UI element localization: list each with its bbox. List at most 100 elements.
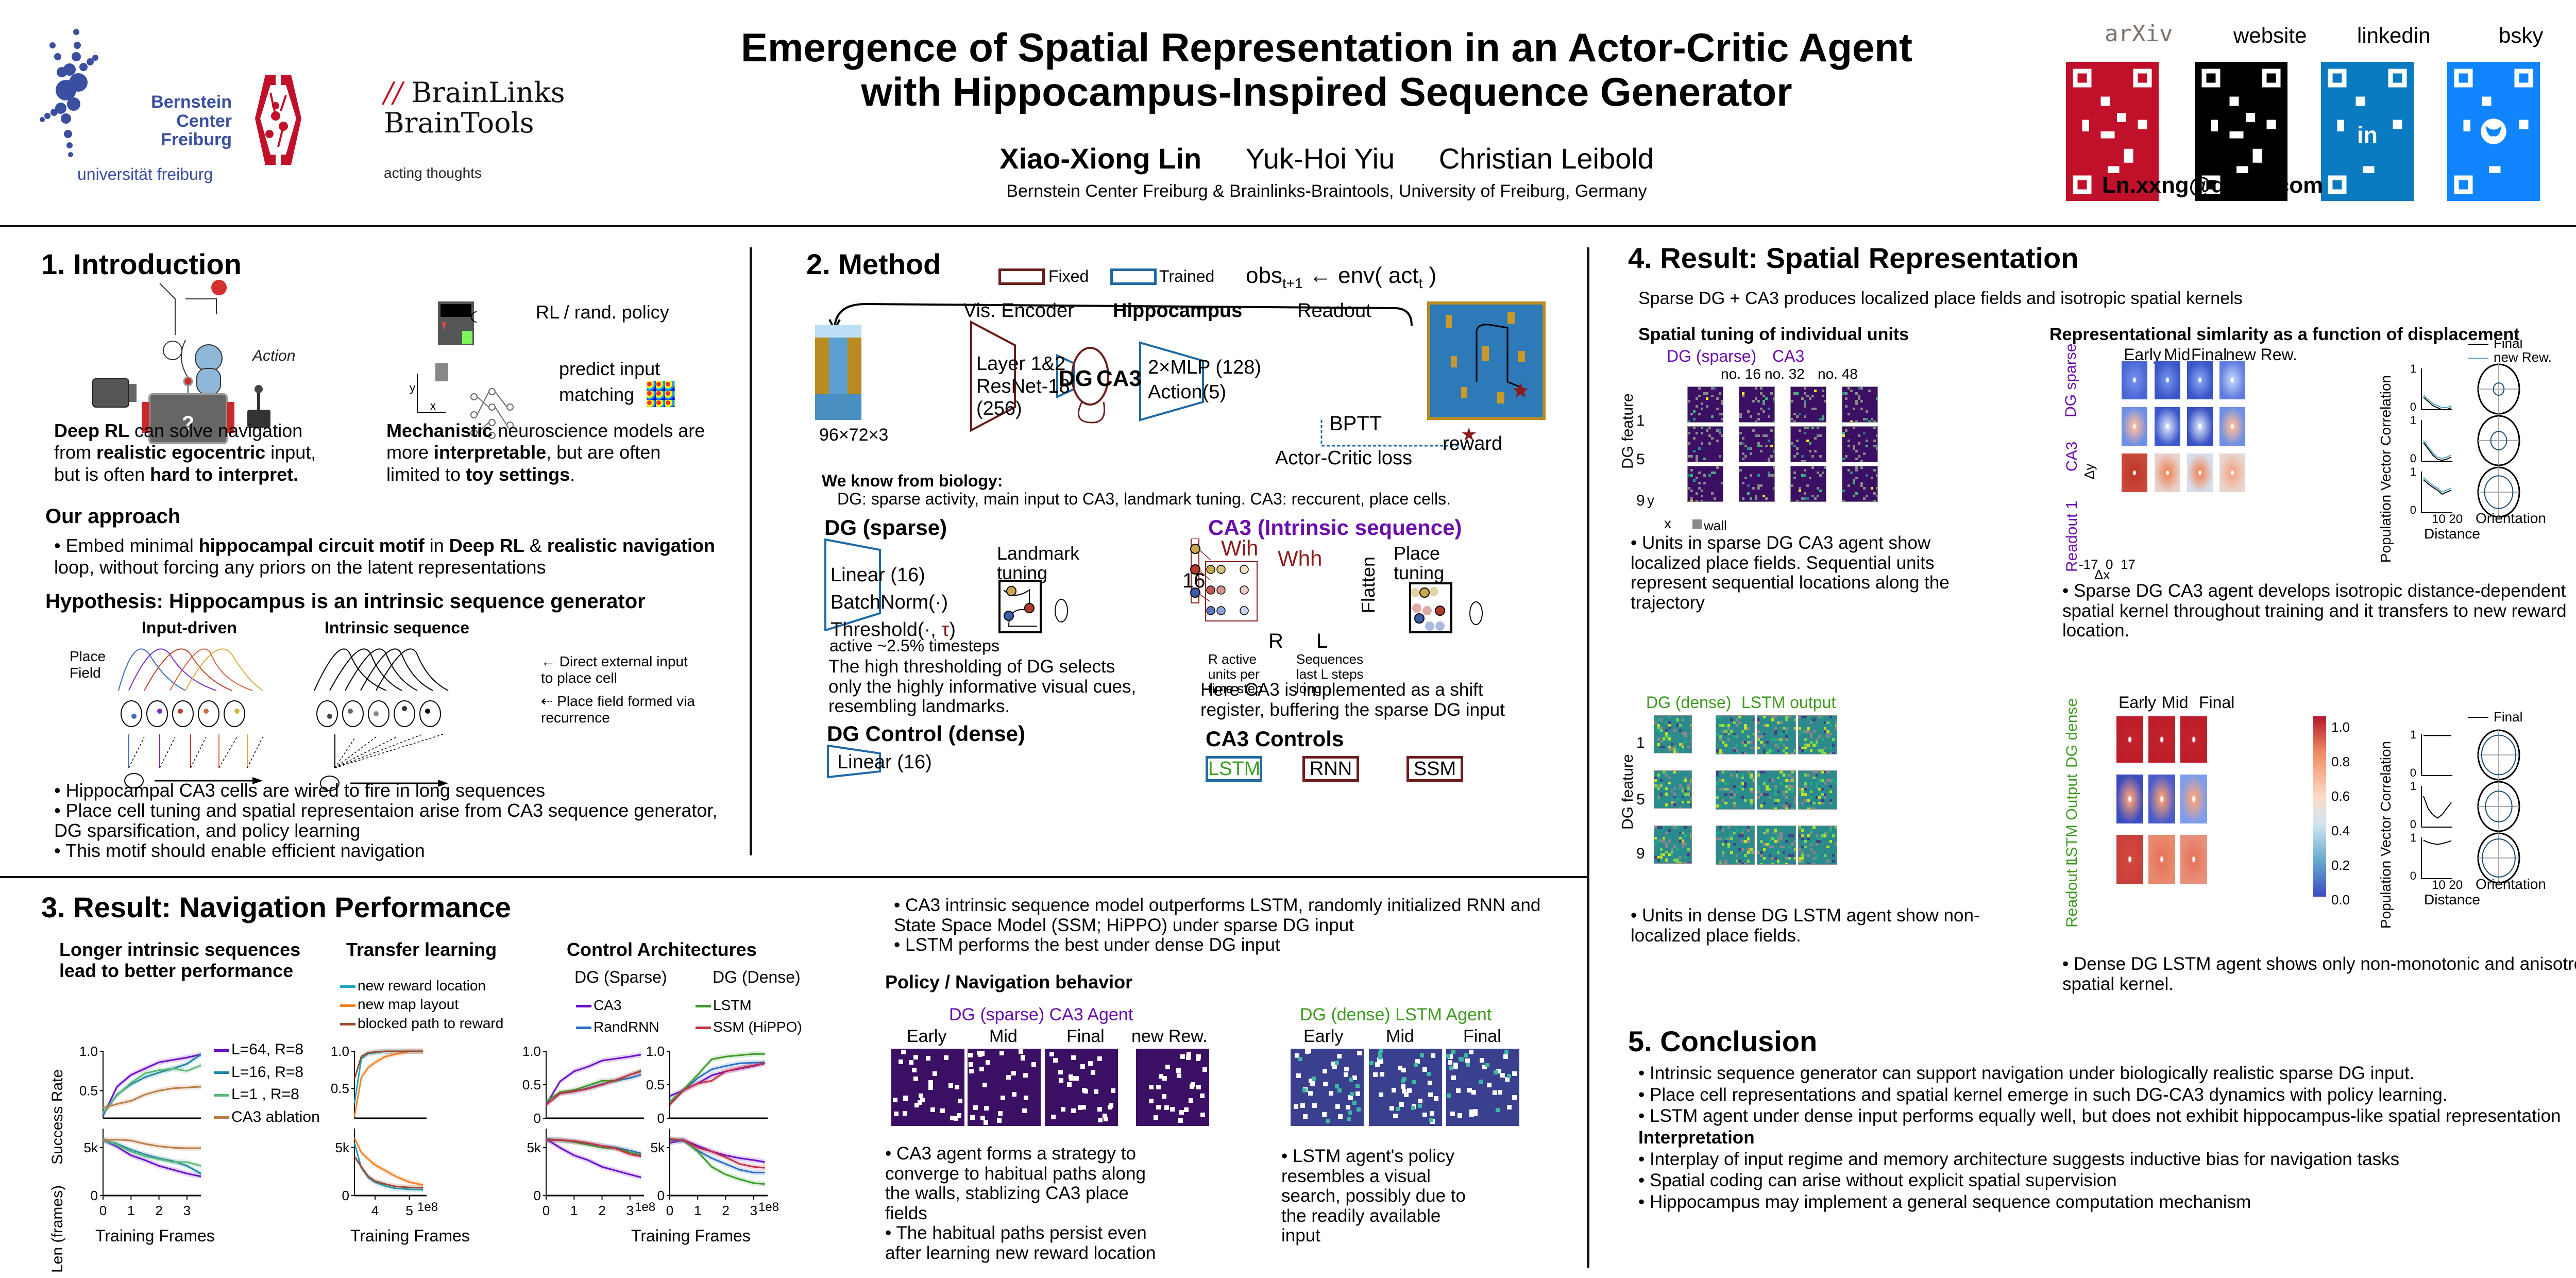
authors: Xiao-Xiong Lin Yuk-Hoi Yiu Christian Lei… [592, 142, 2061, 175]
orientation-label: Orientation [2476, 876, 2546, 892]
x-tick-label: 3 [626, 1203, 634, 1218]
approach-text: • Embed minimal hippocampal circuit moti… [54, 535, 715, 578]
row-9: 9 [1636, 492, 1645, 509]
y-tick-label: 1.0 [331, 1044, 349, 1059]
direct-input-label: ← Direct external input to place cell [541, 653, 688, 686]
orientation-profile [2482, 838, 2516, 878]
stage-mid: Mid [2162, 693, 2189, 712]
x-tick-label: 0 [666, 1203, 673, 1218]
legend-swatch [696, 1027, 711, 1030]
legend-swatch [214, 1094, 229, 1097]
dg-sparse-layers: Linear (16)BatchNorm(·) Threshold(·, τ) [831, 564, 956, 641]
wall-label: wall [1704, 518, 1727, 533]
brainlinks-tagline: acting thoughts [384, 165, 482, 181]
linkedin-qr-code-icon[interactable]: in [2321, 62, 2414, 201]
legend-label: RandRNN [594, 1019, 659, 1035]
email[interactable]: Ln.xxng@gmail.com [2102, 173, 2324, 198]
tuning-map [1790, 386, 1826, 423]
linkedin-label[interactable]: linkedin [2357, 23, 2431, 47]
dg-sparse-label: DG (sparse) [1667, 347, 1757, 365]
active-label: active ~2.5% timesteps [829, 636, 999, 655]
row-readout: Readout 1 [2063, 500, 2080, 572]
brainlinks-logo-icon [255, 75, 301, 165]
dy-label: Δy [2081, 463, 2097, 479]
tuning-map [1798, 826, 1837, 865]
series-line [102, 1065, 201, 1114]
env-loop-arrow-icon [828, 302, 1413, 330]
y-tick-label: 5k [651, 1140, 665, 1155]
bptt-arrow-icon [1320, 420, 1463, 447]
arxiv-qr-code-icon[interactable] [2066, 62, 2159, 201]
kernel-map [2187, 453, 2213, 492]
legend-swatch [576, 1005, 591, 1008]
chart-panel: 0.51.0 [331, 1044, 427, 1120]
mechanistic-text: Mechanistic neuroscience models are more… [386, 420, 705, 485]
tuning-map [1687, 466, 1723, 502]
ca3-label: CA3 [1772, 347, 1805, 365]
website-label[interactable]: website [2233, 23, 2307, 47]
dg-feature-label-dense: DG feature [1619, 754, 1636, 830]
y-tick-label: 0.5 [79, 1083, 98, 1098]
orientation-profile [2485, 791, 2513, 822]
legend-entry: new reward location [340, 977, 503, 995]
pv-tick: 1 [2410, 780, 2416, 793]
conclusion-bullet: • LSTM agent under dense input performs … [1638, 1106, 2561, 1126]
interpretation-bullet: • Hippocampus may implement a general se… [1638, 1191, 2251, 1212]
xlabel-3: Training Frames [631, 1226, 751, 1245]
title-line1: Emergence of Spatial Representation in a… [741, 25, 1912, 70]
poster-title: Emergence of Spatial Representation in a… [592, 25, 2061, 114]
series-band [546, 1052, 641, 1108]
conclusion-bullet: • Place cell representations and spatial… [1638, 1084, 2448, 1105]
column-divider-2 [1587, 247, 1589, 1268]
series-line [546, 1070, 642, 1106]
pv-tick: 1 [2410, 728, 2416, 741]
series-line [546, 1139, 641, 1157]
website-qr-code-icon[interactable] [2195, 62, 2287, 201]
legend-entry: blocked path to reward [340, 1014, 503, 1033]
legend-label: L=16, R=8 [231, 1063, 304, 1081]
y-tick-label: 1.0 [646, 1044, 665, 1059]
tuning-map [1654, 770, 1692, 809]
policy-map [1136, 1049, 1209, 1126]
predict-input-label: predict input [559, 358, 660, 379]
pv-tick: 0 [2410, 503, 2416, 516]
unit-no-48: no. 48 [1818, 366, 1858, 382]
stage-mid: Mid [989, 1027, 1018, 1046]
legend-entry: RandRNN [576, 1016, 659, 1038]
policy-map [1291, 1049, 1364, 1126]
series-line [103, 1139, 201, 1174]
bptt-label: BPTT [1329, 412, 1382, 435]
bsky-label[interactable]: bsky [2499, 23, 2544, 47]
panel2-title: Transfer learning [346, 939, 497, 960]
egocentric-view-image [815, 325, 861, 420]
arxiv-label[interactable]: arXiv [2105, 21, 2173, 47]
x-tick-label: 2 [722, 1203, 729, 1218]
dx-ticks: -17 0 17 [2079, 557, 2136, 572]
grid-cell-map-icon [647, 381, 675, 407]
series-band [546, 1137, 641, 1159]
dg-control-box [827, 745, 881, 778]
affiliation: Bernstein Center Freiburg & Brainlinks-B… [1006, 181, 1647, 201]
rl-policy-label: RL / rand. policy [536, 301, 669, 323]
series-band [103, 1137, 201, 1180]
nav-bullets: • CA3 intrinsic sequence model outperfor… [894, 895, 1541, 955]
control-lstm: LSTM [1206, 756, 1262, 782]
row-5: 5 [1636, 451, 1645, 468]
stage-final: Final [2199, 693, 2235, 712]
spatial-subtitle: Sparse DG + CA3 produces localized place… [1638, 289, 2243, 308]
bernstein-line3: Freiburg [161, 130, 232, 150]
stage-early: Early [2119, 693, 2156, 712]
series-line [546, 1138, 641, 1179]
bernstein-logo-text: Bernstein Center Freiburg [139, 93, 232, 149]
kernel-map [2116, 835, 2143, 884]
pv-tick: 1 [2410, 414, 2416, 427]
hippocampus-label: Hippocampus [1113, 300, 1243, 322]
section-divider [0, 876, 1587, 878]
interpretation-bullet: • Spatial coding can arise without expli… [1638, 1170, 2117, 1191]
unit-no-32: no. 32 [1765, 366, 1805, 382]
axis-y: y [1647, 492, 1654, 508]
bsky-qr-code-icon[interactable] [2447, 62, 2540, 201]
kernel-map [2187, 407, 2213, 446]
